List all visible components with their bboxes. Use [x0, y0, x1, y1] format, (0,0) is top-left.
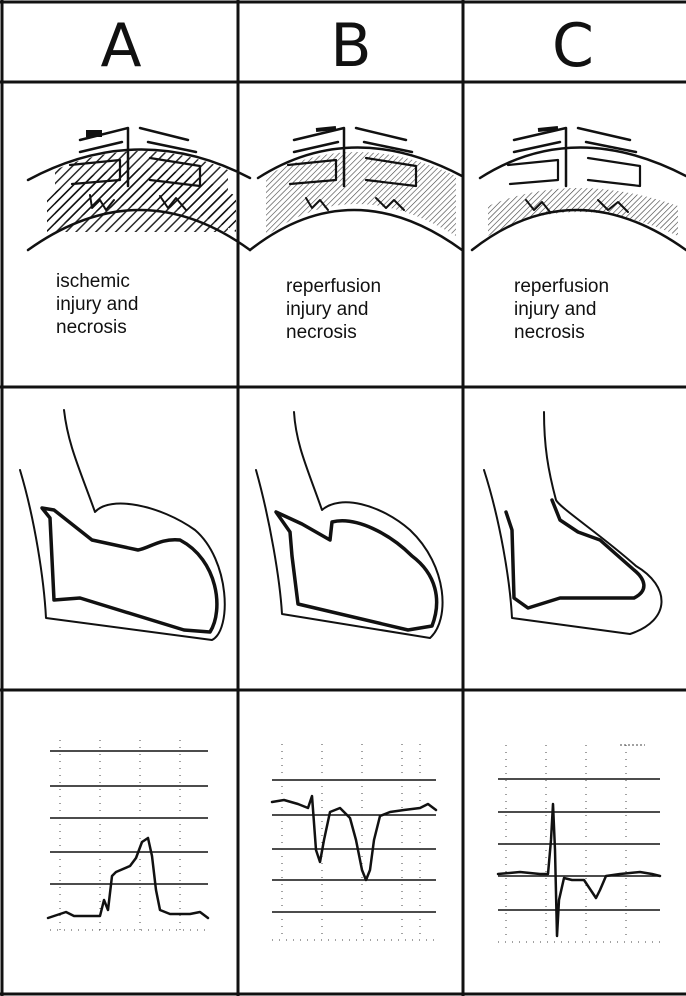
ecg-trace-b [272, 744, 436, 940]
ventricle-outline-c [484, 412, 662, 634]
ventricle-outline-b [256, 412, 443, 638]
ecg-trace-c [498, 745, 660, 942]
ecg-dotted-grid-b [272, 744, 436, 940]
caption-c-line-3: necrosis [514, 322, 585, 343]
caption-a: ischemic injury and necrosis [56, 271, 144, 338]
caption-a-line-2: injury and [56, 294, 138, 315]
ecg-gridlines-c [498, 779, 660, 910]
column-label-a: A [100, 11, 141, 81]
caption-a-line-3: necrosis [56, 317, 127, 338]
ecg-dotted-grid-a [50, 740, 208, 930]
ecg-trace-a [48, 740, 208, 930]
caption-b-line-1: reperfusion [286, 276, 381, 297]
myocardium-schematic-c [472, 128, 686, 250]
ecg-gridlines-b [272, 780, 436, 912]
ventricle-outline-a [20, 410, 225, 640]
caption-c-line-2: injury and [514, 299, 596, 320]
column-label-c: C [552, 11, 594, 81]
myocardium-schematic-b [250, 128, 462, 250]
ecg-gridlines-a [50, 751, 208, 884]
myocardium-schematic-a [28, 128, 250, 250]
caption-b-line-3: necrosis [286, 322, 357, 343]
caption-a-line-1: ischemic [56, 271, 130, 292]
caption-c: reperfusion injury and necrosis [514, 276, 614, 343]
column-label-b: B [330, 11, 371, 81]
caption-c-line-1: reperfusion [514, 276, 609, 297]
caption-b: reperfusion injury and necrosis [286, 276, 386, 343]
caption-b-line-2: injury and [286, 299, 368, 320]
